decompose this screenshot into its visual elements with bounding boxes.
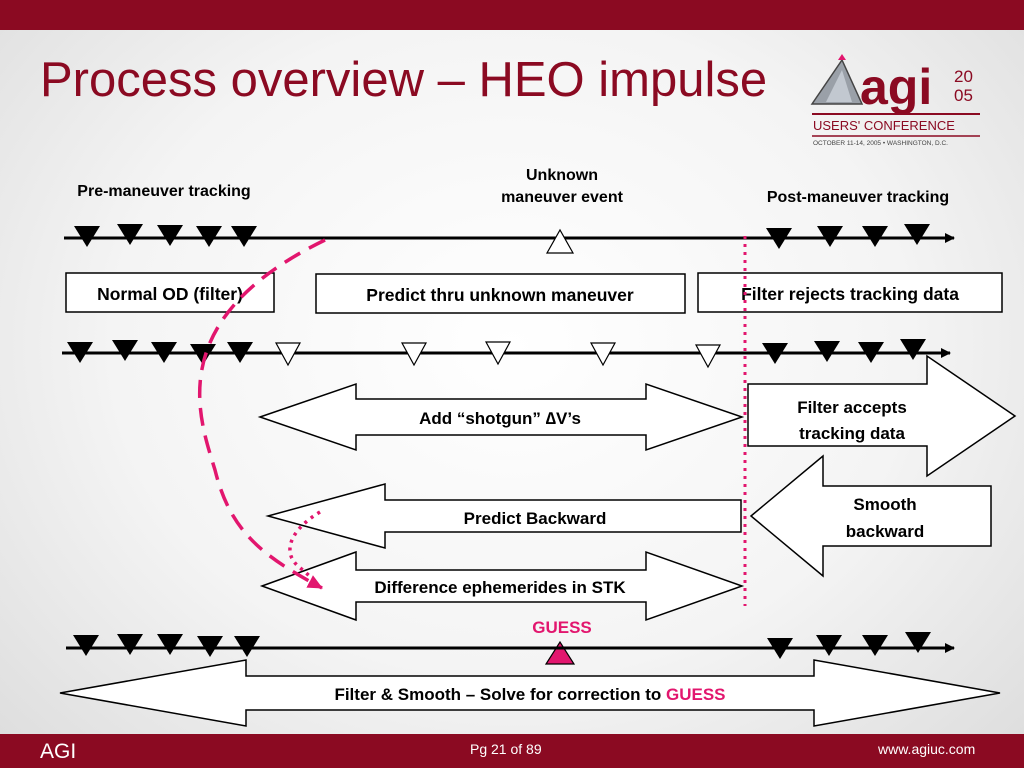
bottom-bar (0, 734, 1024, 768)
tracking-marker (196, 226, 222, 247)
tracking-marker (905, 632, 931, 653)
tracking-marker (231, 226, 257, 247)
logo-word: agi (860, 59, 932, 115)
predicted-marker (484, 341, 512, 366)
agi-logo: agi 20 05 USERS' CONFERENCE OCTOBER 11-1… (810, 54, 980, 147)
logo-line1: USERS' CONFERENCE (813, 118, 955, 133)
shotgun-label: Add “shotgun” ∆V’s (419, 409, 581, 428)
filter-rejects-box (697, 272, 1003, 313)
guess-marker (544, 640, 576, 665)
tracking-marker (157, 634, 183, 655)
unknown-maneuver-marker (545, 228, 575, 254)
smooth-line2: backward (846, 522, 924, 541)
difference-double-arrow (259, 550, 745, 622)
unknown-label-line2: maneuver event (501, 189, 624, 206)
tracking-marker (814, 341, 840, 362)
tracking-marker (117, 634, 143, 655)
tracking-marker (858, 342, 884, 363)
logo-line2: OCTOBER 11-14, 2005 • WASHINGTON, D.C. (813, 140, 948, 147)
tracking-marker (112, 340, 138, 361)
predicted-marker (400, 342, 428, 367)
timeline-1 (64, 224, 955, 254)
difference-label: Difference ephemerides in STK (374, 578, 626, 597)
tracking-marker (197, 636, 223, 657)
predict-unknown-box (315, 273, 686, 314)
tracking-marker (117, 224, 143, 245)
tracking-marker (67, 342, 93, 363)
unknown-label-line1: Unknown (526, 167, 598, 184)
tracking-marker (816, 635, 842, 656)
smooth-backward-arrow (749, 454, 992, 578)
filter-accepts-line1: Filter accepts (797, 398, 907, 417)
tracking-marker (151, 342, 177, 363)
tracking-marker (904, 224, 930, 245)
normal-od-label: Normal OD (filter) (97, 284, 243, 304)
filter-rejects-label: Filter rejects tracking data (741, 284, 959, 304)
tracking-marker (73, 635, 99, 656)
tracking-marker (227, 342, 253, 363)
footer-page-number: Pg 21 of 89 (470, 741, 542, 757)
filter-accepts-line2: tracking data (799, 424, 905, 443)
post-maneuver-label: Post-maneuver tracking (767, 189, 949, 206)
predict-unknown-label: Predict thru unknown maneuver (366, 285, 634, 305)
logo-tip-icon (838, 54, 846, 60)
footer-website: www.agiuc.com (878, 741, 976, 757)
tracking-marker (762, 343, 788, 364)
dotted-flow-arrow (288, 510, 321, 586)
timeline-2 (62, 339, 951, 369)
smooth-line1: Smooth (853, 495, 916, 514)
slide-title: Process overview – HEO impulse (40, 53, 768, 107)
logo-triangle-inner-icon (826, 70, 852, 102)
predicted-marker (694, 344, 722, 369)
filter-accepts-arrow (747, 354, 1017, 478)
predicted-marker (589, 342, 617, 367)
logo-year-top: 20 (954, 67, 973, 86)
predict-backward-label: Predict Backward (464, 509, 607, 528)
tracking-marker (767, 638, 793, 659)
filter-smooth-double-arrow (59, 659, 1001, 727)
shotgun-double-arrow (257, 382, 745, 452)
filter-smooth-label: Filter & Smooth – Solve for correction t… (334, 685, 725, 704)
tracking-marker (862, 226, 888, 247)
predicted-marker (274, 342, 302, 367)
tracking-marker (900, 339, 926, 360)
tracking-marker (817, 226, 843, 247)
tracking-marker (157, 225, 183, 246)
dashed-flow-arrow (197, 238, 326, 590)
normal-od-box (65, 272, 275, 313)
pre-maneuver-label: Pre-maneuver tracking (77, 183, 250, 200)
predict-backward-arrow (265, 483, 742, 549)
timeline-3 (66, 632, 955, 659)
logo-year-bottom: 05 (954, 86, 973, 105)
tracking-marker (766, 228, 792, 249)
tracking-marker (190, 344, 216, 365)
tracking-marker (234, 636, 260, 657)
tracking-marker (74, 226, 100, 247)
top-bar (0, 0, 1024, 30)
tracking-marker (862, 635, 888, 656)
guess-label: GUESS (532, 618, 592, 637)
footer-agi: AGI (40, 740, 77, 763)
